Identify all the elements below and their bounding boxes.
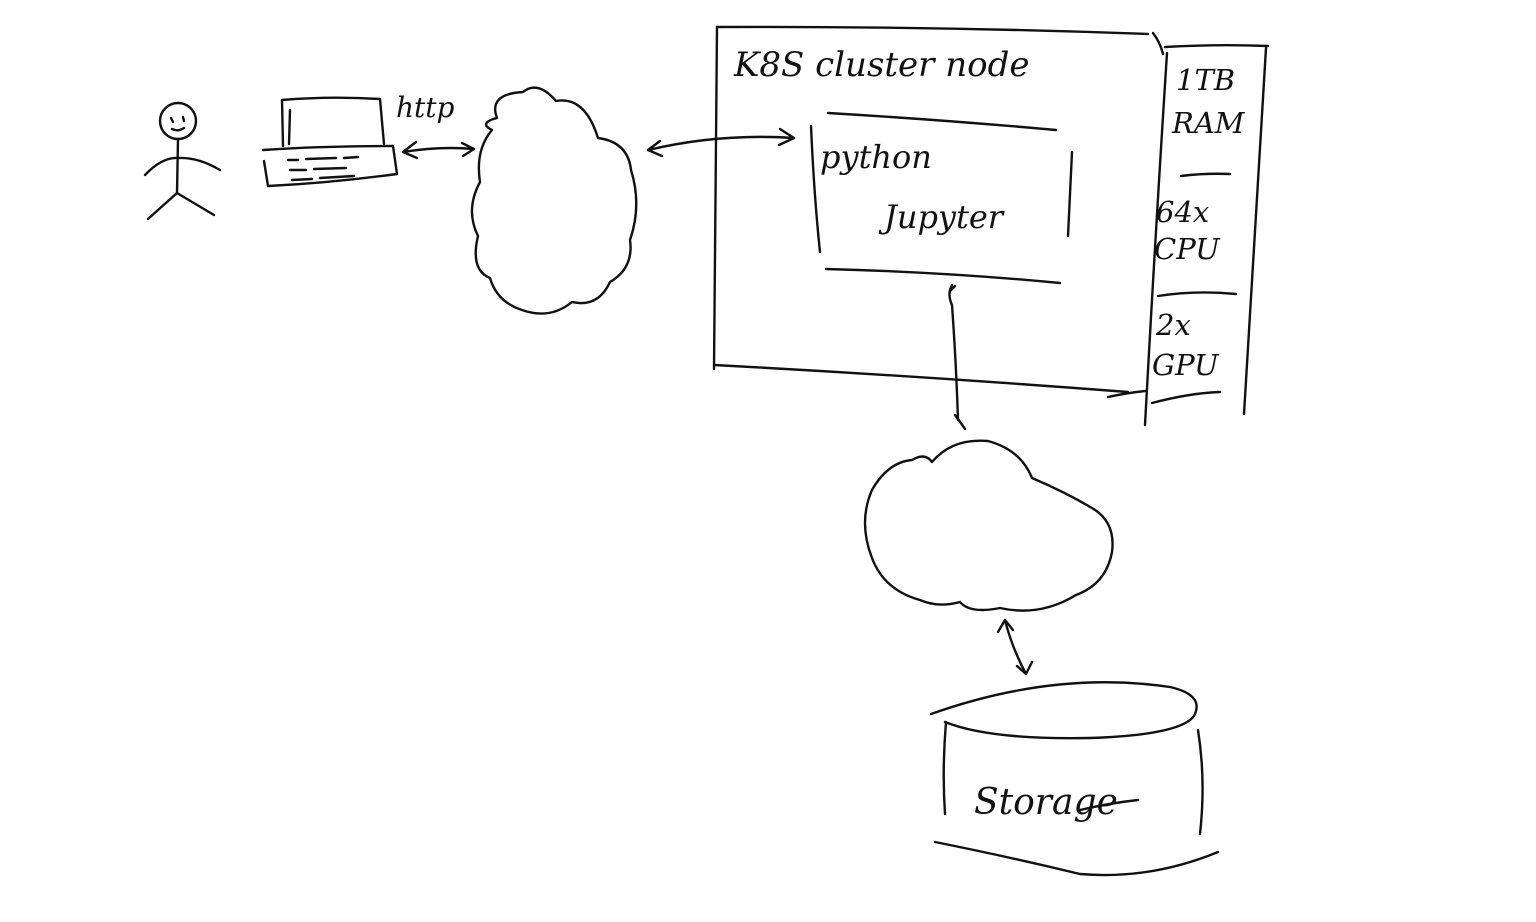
laptop-icon <box>261 96 399 188</box>
jupyter-label: Jupyter <box>878 198 1005 236</box>
jupyter-to-network-link <box>948 283 967 431</box>
resource-panel <box>1143 31 1270 427</box>
python-jupyter-box <box>809 111 1074 285</box>
k8s-cluster-node-box <box>712 25 1150 399</box>
user-stick-figure-icon <box>143 101 222 221</box>
http-label: http <box>396 91 455 124</box>
cpu-amount: 64x <box>1156 195 1209 229</box>
network-to-storage-arrow <box>996 618 1034 676</box>
ram-label: RAM <box>1171 106 1246 140</box>
storage-cylinder-icon <box>929 681 1220 877</box>
storage-label: Storage <box>974 782 1118 823</box>
internet-cloud-icon <box>470 86 638 315</box>
cloud-to-jupyter-arrow <box>646 127 796 158</box>
storage-underline-stroke <box>1078 798 1140 812</box>
ram-amount: 1TB <box>1176 63 1235 97</box>
gpu-label: GPU <box>1152 348 1220 382</box>
cpu-label: CPU <box>1154 232 1221 266</box>
storage-network-cloud-icon <box>863 439 1114 612</box>
http-connection-arrow <box>401 140 476 160</box>
cluster-node-title: K8S cluster node <box>733 45 1030 85</box>
gpu-amount: 2x <box>1155 308 1191 342</box>
python-label: python <box>820 138 932 176</box>
